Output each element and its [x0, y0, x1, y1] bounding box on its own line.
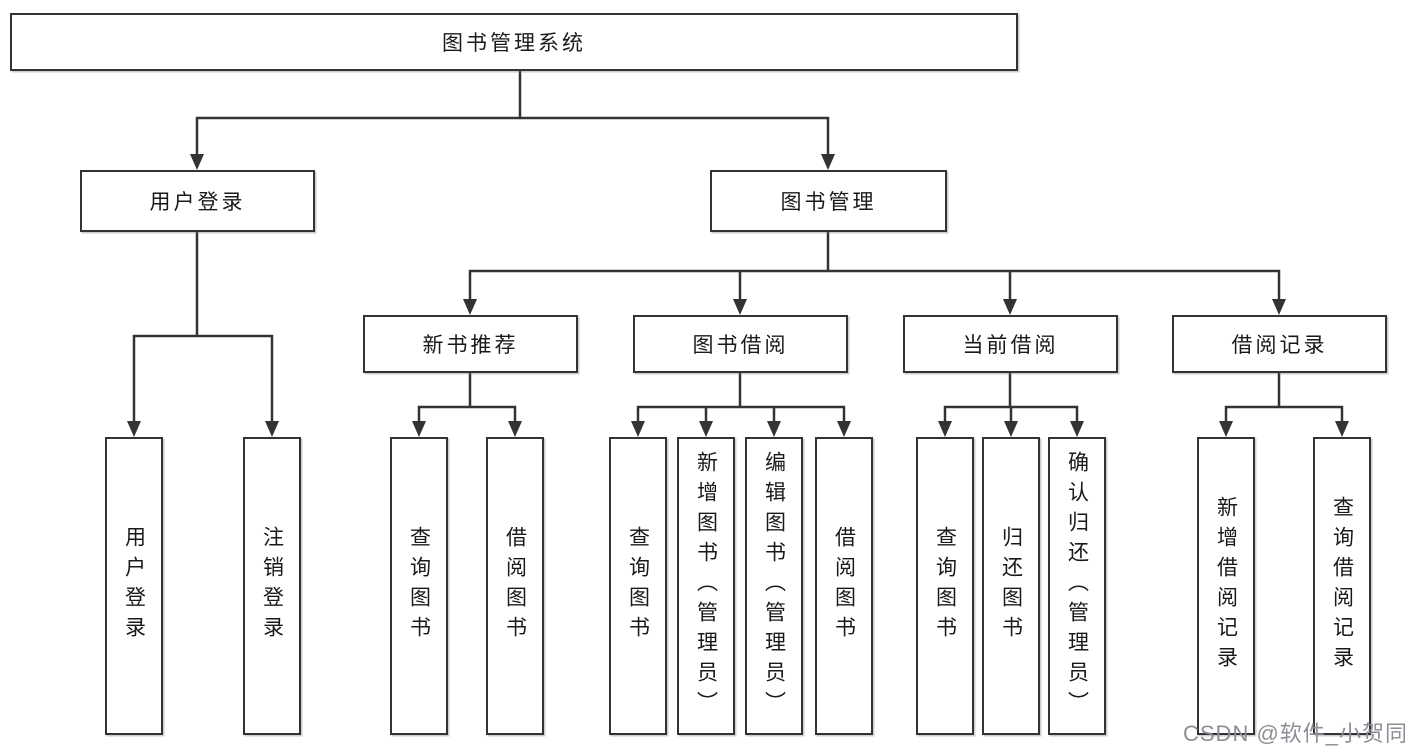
- node-label: 当前借阅: [962, 334, 1059, 357]
- node-query-books: 查询图书: [916, 437, 974, 735]
- node-borrowing-records: 借阅记录: [1172, 315, 1387, 373]
- node-query-borrow-record: 查询借阅记录: [1313, 437, 1371, 735]
- node-borrow-books: 借阅图书: [486, 437, 544, 735]
- node-edit-books-admin: 编辑图书（管理员）: [745, 437, 803, 735]
- node-borrow-books: 借阅图书: [815, 437, 873, 735]
- node-label: 新书推荐: [422, 334, 519, 357]
- node-book-borrowing: 图书借阅: [633, 315, 848, 373]
- arrowhead: [1003, 299, 1017, 315]
- node-label: 查询图书: [933, 526, 957, 646]
- arrowhead: [837, 421, 851, 437]
- csdn-watermark: CSDN @软件_小贺同学: [1183, 721, 1405, 746]
- node-new-book-recommendation: 新书推荐: [363, 315, 578, 373]
- node-label: 注销登录: [260, 526, 284, 646]
- node-label: 图书借阅: [692, 334, 789, 357]
- arrowhead: [190, 154, 204, 170]
- arrowhead: [508, 421, 522, 437]
- node-label: 查询借阅记录: [1330, 496, 1354, 676]
- arrowhead: [1004, 421, 1018, 437]
- arrowhead: [631, 421, 645, 437]
- node-library-management-system: 图书管理系统: [10, 13, 1018, 71]
- arrowhead: [938, 421, 952, 437]
- node-user-login: 用户登录: [105, 437, 163, 735]
- arrowhead: [821, 154, 835, 170]
- node-query-books: 查询图书: [390, 437, 448, 735]
- node-label: 新增借阅记录: [1214, 496, 1238, 676]
- node-confirm-return-admin: 确认归还（管理员）: [1048, 437, 1106, 735]
- node-return-books: 归还图书: [982, 437, 1040, 735]
- node-label: 借阅图书: [832, 526, 856, 646]
- node-add-books-admin: 新增图书（管理员）: [677, 437, 735, 735]
- arrowhead: [699, 421, 713, 437]
- node-logout: 注销登录: [243, 437, 301, 735]
- node-book-management-group: 图书管理: [710, 170, 947, 232]
- arrowhead: [1272, 299, 1286, 315]
- node-label: 确认归还（管理员）: [1065, 451, 1089, 721]
- node-label: 查询图书: [626, 526, 650, 646]
- node-user-login-group: 用户登录: [80, 170, 315, 232]
- arrowhead: [1335, 421, 1349, 437]
- node-current-borrowing: 当前借阅: [903, 315, 1118, 373]
- node-label: 归还图书: [999, 526, 1023, 646]
- node-label: 用户登录: [122, 526, 146, 646]
- node-label: 借阅记录: [1231, 334, 1328, 357]
- node-label: 用户登录: [149, 191, 246, 214]
- arrowhead: [412, 421, 426, 437]
- arrowhead: [767, 421, 781, 437]
- node-label: 新增图书（管理员）: [694, 451, 718, 721]
- node-label: 图书管理系统: [442, 32, 586, 55]
- arrowhead: [127, 421, 141, 437]
- node-add-borrow-record: 新增借阅记录: [1197, 437, 1255, 735]
- arrowhead: [265, 421, 279, 437]
- node-label: 图书管理: [780, 191, 877, 214]
- arrowhead: [1070, 421, 1084, 437]
- arrowhead: [463, 299, 477, 315]
- node-query-books: 查询图书: [609, 437, 667, 735]
- arrowhead: [733, 299, 747, 315]
- node-label: 借阅图书: [503, 526, 527, 646]
- arrowhead: [1219, 421, 1233, 437]
- node-label: 编辑图书（管理员）: [762, 451, 786, 721]
- node-label: 查询图书: [407, 526, 431, 646]
